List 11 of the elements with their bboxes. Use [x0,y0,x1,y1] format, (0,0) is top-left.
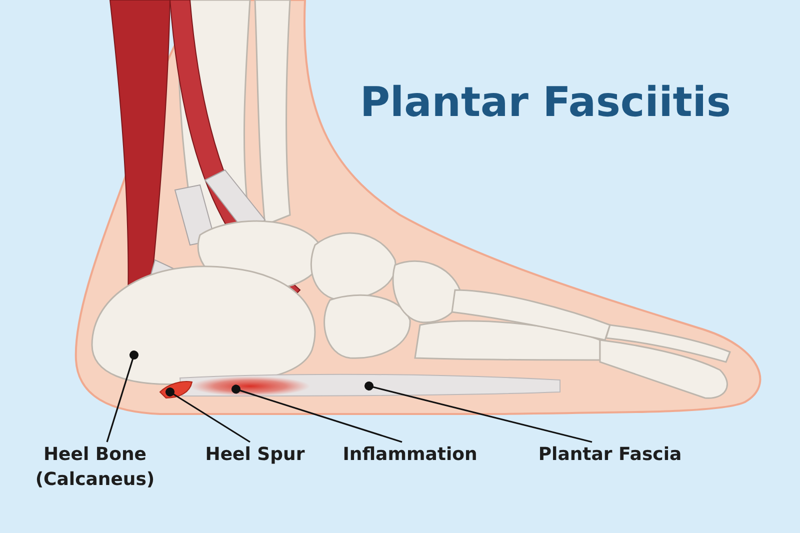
heel-spur [160,381,192,398]
part-label: Inflammation [335,442,485,467]
leader-line [106,350,138,442]
leader-line [232,384,402,443]
inflammation-area [190,376,310,396]
part-label: Plantar Fascia [525,442,695,467]
part-label: Heel Spur [200,442,310,467]
leader-line [166,388,250,443]
leader-line [364,382,592,443]
part-label: Heel Bone (Calcaneus) [35,442,155,492]
title: Plantar Fasciitis [360,78,731,126]
